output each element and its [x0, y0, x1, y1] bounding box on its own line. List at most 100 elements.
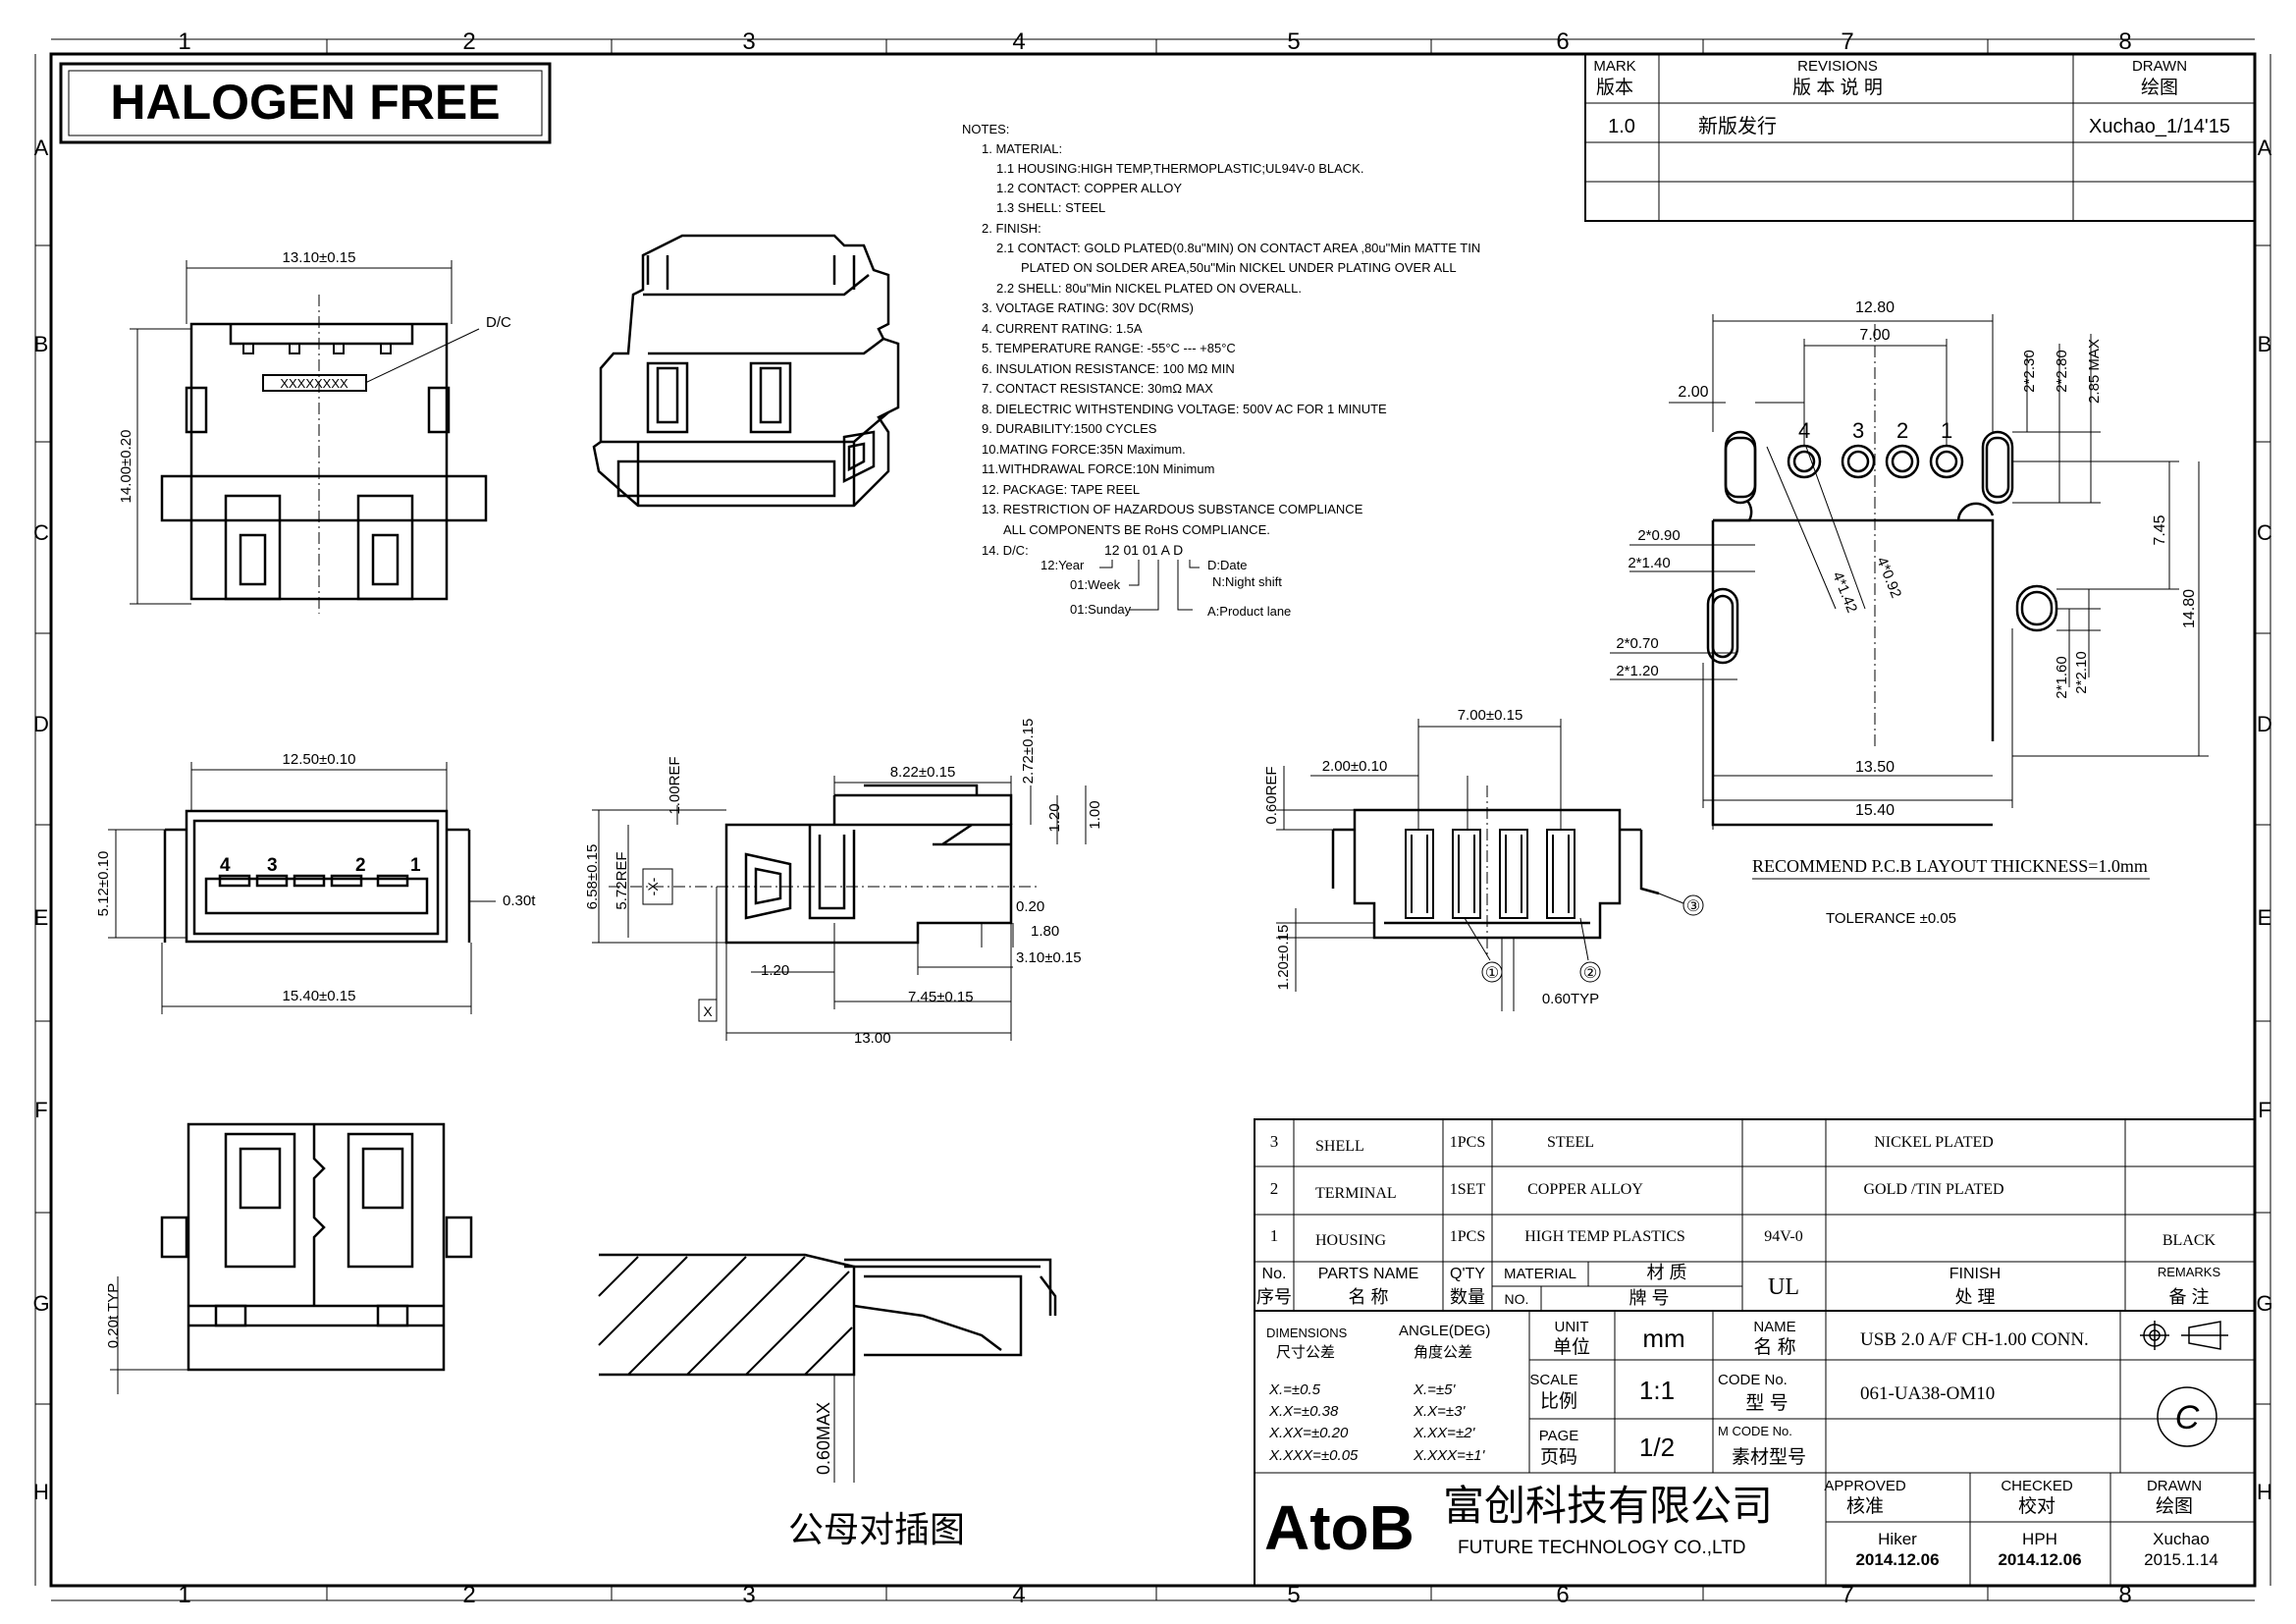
dc-lane: A:Product lane	[1207, 604, 1291, 619]
bom-h-finish-cn: 处 理	[1954, 1287, 1995, 1307]
top-width-dim: 13.10±0.15	[283, 249, 356, 266]
rear-d3: 0.60REF	[1263, 766, 1280, 824]
note-11: 5. TEMPERATURE RANGE: -55°C --- +85°C	[982, 341, 1236, 355]
pcb-pin-3: 3	[1852, 418, 1864, 443]
note-1: 1. MATERIAL:	[982, 141, 1062, 156]
rev-row-desc: 新版发行	[1698, 115, 1777, 137]
rev-drawn-cn: 绘图	[2141, 77, 2178, 98]
dc-week: 01:Week	[1070, 577, 1121, 592]
bom-1-qty: 1PCS	[1450, 1228, 1485, 1245]
rear-view: ① ② ③ 7.00±0.15 2.00±0.10 0.60REF 1.20±0…	[1263, 707, 1704, 1011]
side-view: -X- X 8.22±0.15 2.72±0.15 1.00REF 6.58±0…	[584, 719, 1103, 1047]
rev-cn: 版 本 说 明	[1792, 77, 1883, 98]
zone-columns: 1 2 3 4 5 6 7 8 1 2 3 4 5 6 7 8	[35, 28, 2270, 1608]
isometric-view	[592, 234, 900, 508]
side-d7: 1.00	[1087, 800, 1103, 829]
tb-tol-2: X.XX=±0.20	[1268, 1425, 1349, 1441]
front-pin-4: 4	[220, 855, 231, 876]
rear-d2: 2.00±0.10	[1322, 758, 1388, 775]
dc-code: 12 01 01 A D	[1104, 542, 1183, 558]
tb-name: NAME	[1753, 1319, 1795, 1335]
zone-col-7b: 7	[1841, 1582, 1853, 1608]
note-21: 14. D/C:	[982, 543, 1029, 558]
pcb-d-4x092: 4*0.92	[1873, 555, 1904, 601]
rev-drawn-label: DRAWN	[2132, 58, 2187, 75]
tb-unit: UNIT	[1555, 1319, 1589, 1335]
pcb-d-1540: 15.40	[1855, 802, 1895, 819]
note-6: 2.1 CONTACT: GOLD PLATED(0.8u"MIN) ON CO…	[996, 241, 1480, 255]
top-dc-marking: XXXXXXXX	[280, 376, 348, 391]
bom-h-grade: UL	[1768, 1274, 1799, 1300]
pcb-d-1280: 12.80	[1855, 299, 1895, 316]
note-7: PLATED ON SOLDER AREA,50u"Min NICKEL UND…	[1021, 260, 1457, 275]
bom-1-name: HOUSING	[1315, 1232, 1386, 1249]
note-18: 12. PACKAGE: TAPE REEL	[982, 482, 1140, 497]
mating-d1: 0.60MAX	[814, 1402, 833, 1475]
bom-1-material: HIGH TEMP PLASTICS	[1524, 1228, 1685, 1245]
top-view: XXXXXXXX D/C 13.10±0.15 14.00±0.20	[118, 249, 511, 614]
note-13: 7. CONTACT RESISTANCE: 30mΩ MAX	[982, 381, 1213, 396]
side-d5: 5.72REF	[614, 851, 630, 909]
note-9: 3. VOLTAGE RATING: 30V DC(RMS)	[982, 300, 1194, 315]
side-d1: 8.22±0.15	[890, 764, 956, 781]
projection-symbol	[2140, 1321, 2228, 1350]
bom-h-qty-cn: 数量	[1450, 1287, 1485, 1307]
rear-balloon-1: ①	[1485, 965, 1499, 982]
front-pin-1: 1	[410, 855, 421, 876]
zone-col-7: 7	[1841, 28, 1853, 55]
note-4: 1.3 SHELL: STEEL	[996, 200, 1105, 215]
note-5: 2. FINISH:	[982, 221, 1041, 236]
top-height-dim: 14.00±0.20	[118, 430, 134, 504]
pcb-d-1480: 14.80	[2181, 589, 2198, 628]
zone-col-5b: 5	[1287, 1582, 1300, 1608]
tb-checked-date: 2014.12.06	[1998, 1550, 2081, 1569]
pcb-d-2x120: 2*1.20	[1616, 663, 1658, 679]
bom-h-no: No.	[1262, 1266, 1287, 1282]
title-block: DIMENSIONS 尺寸公差 ANGLE(DEG) 角度公差 X.=±0.5 …	[1254, 1310, 2256, 1587]
tb-angle: ANGLE(DEG)	[1399, 1323, 1490, 1339]
pcb-d-200: 2.00	[1678, 384, 1708, 401]
tb-company-cn: 富创科技有限公司	[1443, 1483, 1773, 1529]
zone-col-3: 3	[742, 28, 755, 55]
note-17: 11.WITHDRAWAL FORCE:10N Minimum	[982, 461, 1214, 476]
tb-angle-cn: 角度公差	[1414, 1344, 1472, 1361]
side-d2: 2.72±0.15	[1020, 719, 1037, 785]
zone-col-4: 4	[1012, 28, 1025, 55]
zone-row-d-r: D	[2257, 712, 2272, 736]
tb-page: PAGE	[1539, 1428, 1579, 1444]
zone-col-6b: 6	[1556, 1582, 1569, 1608]
bom-h-remarks: REMARKS	[2158, 1265, 2221, 1279]
side-d4: 6.58±0.15	[584, 844, 601, 910]
bom-h-qty: Q'TY	[1450, 1266, 1485, 1282]
tb-dimensions-cn: 尺寸公差	[1276, 1344, 1335, 1361]
tb-scale: SCALE	[1529, 1372, 1577, 1388]
revision-table: MARK 版本 REVISIONS 版 本 说 明 DRAWN 绘图 1.0 新…	[1584, 53, 2256, 222]
pcb-pin-1: 1	[1941, 418, 1952, 443]
pcb-d-2x160: 2*1.60	[2054, 656, 2070, 698]
bom-3-finish: NICKEL PLATED	[1874, 1134, 1994, 1151]
zone-row-h: H	[33, 1480, 49, 1504]
tb-scale-cn: 比例	[1540, 1390, 1577, 1412]
bom-2-qty: 1SET	[1450, 1181, 1486, 1198]
zone-col-8b: 8	[2118, 1582, 2131, 1608]
zone-col-4b: 4	[1012, 1582, 1025, 1608]
bottom-view: 0.20t TYP	[105, 1122, 473, 1394]
tb-checked-name: HPH	[2022, 1530, 2057, 1548]
tb-drawn-date: 2015.1.14	[2144, 1550, 2218, 1569]
halogen-free-banner: HALOGEN FREE	[59, 62, 552, 144]
front-view: 4 3 2 1 12.50±0.10 15.40±0.15 5.12±0.10 …	[95, 751, 536, 1014]
side-d10: 3.10±0.15	[1016, 949, 1082, 966]
note-2: 1.1 HOUSING:HIGH TEMP,THERMOPLASTIC;UL94…	[996, 161, 1363, 176]
tb-unit-cn: 单位	[1553, 1336, 1590, 1358]
tb-scale-val: 1:1	[1639, 1376, 1675, 1405]
bom-h-name-cn: 名 称	[1348, 1287, 1388, 1307]
side-d6: 1.20	[1046, 803, 1063, 832]
tb-mcode: M CODE No.	[1718, 1424, 1792, 1438]
pcb-pin-4: 4	[1798, 418, 1810, 443]
front-thickness: 0.30t	[503, 893, 536, 909]
zone-row-b: B	[34, 332, 49, 356]
zone-col-6: 6	[1556, 28, 1569, 55]
front-pin-2: 2	[355, 855, 366, 876]
dc-night: N:Night shift	[1212, 574, 1282, 589]
